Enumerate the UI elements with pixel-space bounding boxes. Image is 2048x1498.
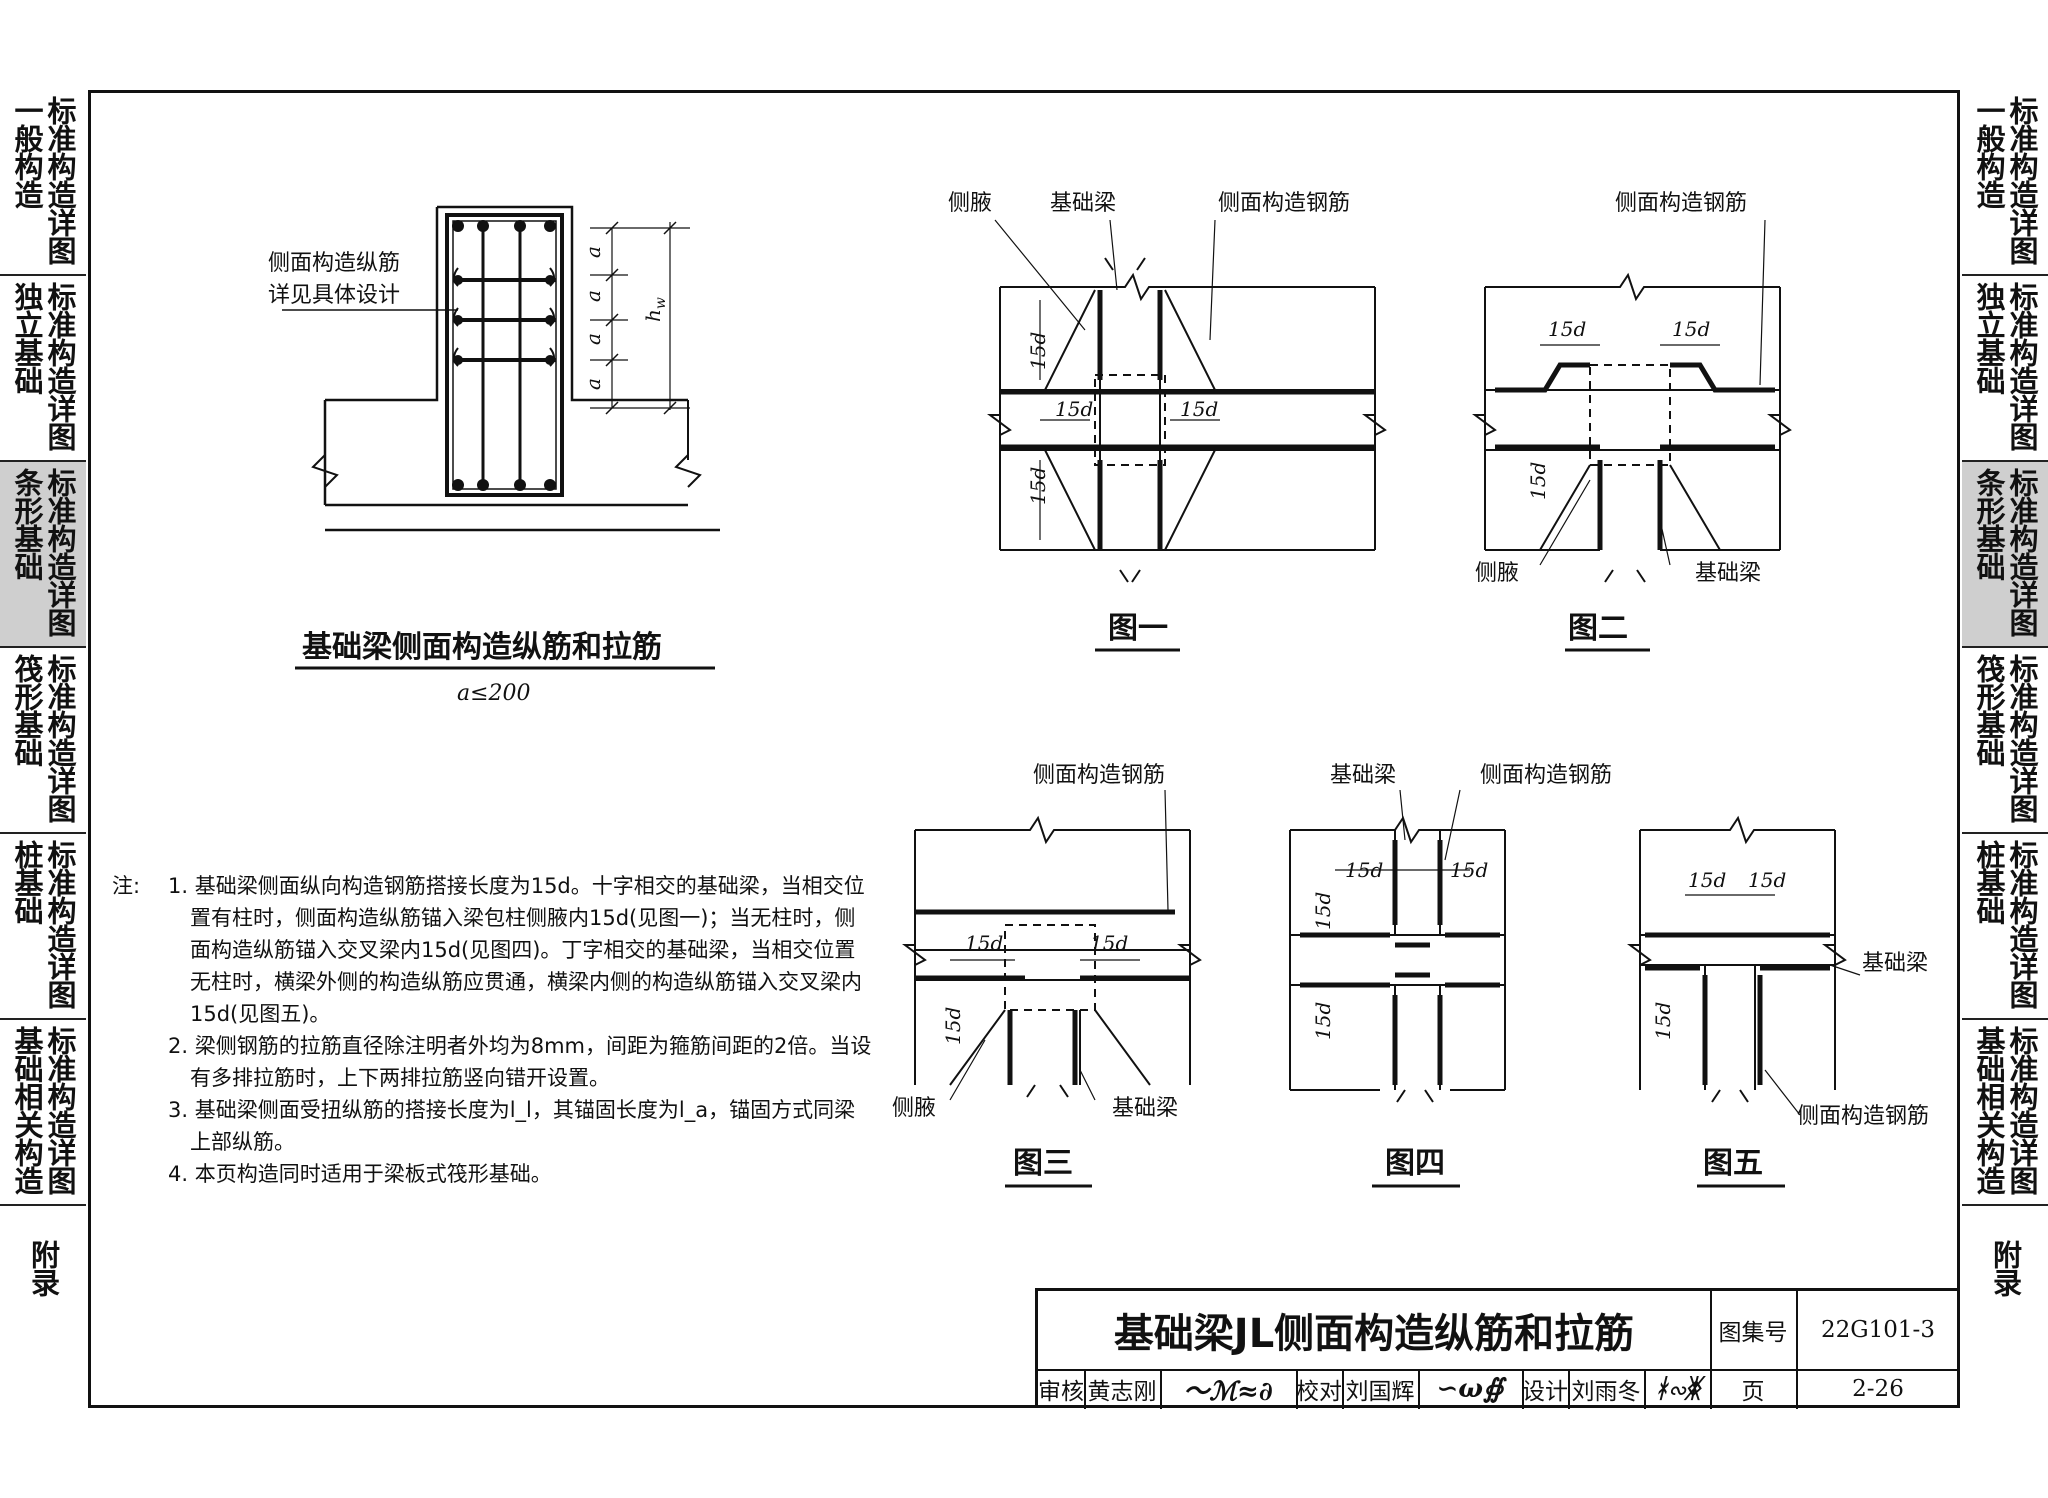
tab-appendix[interactable]: 附录 [26,1240,61,1296]
right-side-tabs: 标准构造详图一般构造 标准构造详图独立基础 标准构造详图条形基础 标准构造详图筏… [1962,90,2048,1326]
dim-hw: hw [641,297,669,322]
figure-2: 15d 15d 15d 侧面构造钢筋 侧腋 基础梁 图二 [1472,191,1792,652]
figure-3: 15d 15d 15d 侧面构造钢筋 侧腋 基础梁 图三 [892,763,1202,1188]
fig1-label-haunch: 侧腋 [948,191,992,216]
fig4-label-beam: 基础梁 [1330,763,1396,788]
tab-isolated-foundation[interactable]: 标准构造详图独立基础 [1962,276,2048,462]
fig2-label-haunch: 侧腋 [1475,561,1519,586]
tab-strip-foundation[interactable]: 标准构造详图条形基础 [0,462,86,648]
check-label: 校对 [1296,1369,1344,1409]
figure-4: 15d 15d 15d 15d 基础梁 侧面构造钢筋 图四 [1289,763,1612,1188]
drawing-title: 基础梁JL侧面构造纵筋和拉筋 [1038,1291,1712,1369]
figure-5: 15d 15d 15d 基础梁 侧面构造钢筋 图五 [1627,815,1929,1188]
fig3-dim-left: 15d [965,931,1003,955]
fig3-dim-bottom: 15d [941,1007,965,1045]
tab-strip-foundation[interactable]: 标准构造详图条形基础 [1962,462,2048,648]
tab-general[interactable]: 标准构造详图一般构造 [1962,90,2048,276]
drawing-frame [88,90,1960,1408]
fig2-caption: 图二 [1568,611,1628,646]
page-number: 2-26 [1852,1376,1904,1402]
fig3-caption: 图三 [1013,1146,1073,1181]
note-3: 3. 基础梁侧面受扭纵筋的搭接长度为l_l，其锚固长度为l_a，锚固方式同梁上部… [168,1098,856,1154]
notes-head: 注: [112,874,141,898]
checker-signature: ∽ω∯ [1418,1369,1524,1409]
fig5-label-beam: 基础梁 [1862,951,1928,976]
designer-signature: ᚼ∾ᛤ [1644,1369,1712,1409]
fig2-label-rebar: 侧面构造钢筋 [1615,191,1747,216]
dim-a-2: a [581,290,605,302]
tab-raft-foundation[interactable]: 标准构造详图筏形基础 [1962,648,2048,834]
fig1-dim-right: 15d [1180,397,1218,421]
fig3-dim-right: 15d [1090,931,1128,955]
left-side-tabs: 标准构造详图一般构造 标准构造详图独立基础 标准构造详图条形基础 标准构造详图筏… [0,90,86,1326]
designer-name: 刘雨冬 [1568,1369,1646,1409]
note-1: 1. 基础梁侧面纵向构造钢筋搭接长度为15d。十字相交的基础梁，当相交位置有柱时… [168,874,865,1026]
section-callout-line1: 侧面构造纵筋 [268,251,400,276]
fig3-label-beam: 基础梁 [1112,1096,1178,1121]
fig4-dim-right: 15d [1450,858,1488,882]
fig1-dim-left: 15d [1055,397,1093,421]
checker-name: 刘国辉 [1342,1369,1420,1409]
tab-foundation-related[interactable]: 标准构造详图基础相关构造 [0,1020,86,1206]
fig5-dim-left: 15d [1688,868,1726,892]
tab-raft-foundation[interactable]: 标准构造详图筏形基础 [0,648,86,834]
fig4-dim-left: 15d [1345,858,1383,882]
rebar-dots [452,220,556,491]
note-4: 4. 本页构造同时适用于梁板式筏形基础。 [168,1162,552,1186]
fig4-dim-top: 15d [1311,892,1335,930]
dim-a-3: a [581,333,605,345]
section-callout-line2: 详见具体设计 [268,283,400,308]
fig5-dim-bottom: 15d [1651,1002,1675,1040]
fig4-label-rebar: 侧面构造钢筋 [1480,763,1612,788]
fig5-caption: 图五 [1703,1146,1763,1181]
fig2-dim-bottom: 15d [1526,462,1550,500]
fig1-dim-top: 15d [1026,332,1050,370]
tab-general[interactable]: 标准构造详图一般构造 [0,90,86,276]
fig1-dim-bottom: 15d [1026,467,1050,505]
design-notes: 注: 1. 基础梁侧面纵向构造钢筋搭接长度为15d。十字相交的基础梁，当相交位置… [112,870,872,1190]
beam-section-detail: 侧面构造纵筋 详见具体设计 a a a a hw 基础梁侧面构造纵筋和拉筋 a≤… [268,205,720,706]
tab-appendix[interactable]: 附录 [1988,1240,2023,1296]
figure-1: 15d 15d 15d 15d 侧腋 基础梁 侧面构造钢筋 图一 [948,191,1387,652]
fig3-label-haunch: 侧腋 [892,1096,936,1121]
tab-isolated-foundation[interactable]: 标准构造详图独立基础 [0,276,86,462]
fig4-dim-bottom: 15d [1311,1002,1335,1040]
section-title: 基础梁侧面构造纵筋和拉筋 [302,630,662,665]
note-2: 2. 梁侧钢筋的拉筋直径除注明者外均为8mm，间距为箍筋间距的2倍。当设有多排拉… [168,1034,872,1090]
dim-a-1: a [581,246,605,258]
atlas-label: 图集号 [1710,1291,1798,1369]
fig2-dim-left: 15d [1548,317,1586,341]
tab-foundation-related[interactable]: 标准构造详图基础相关构造 [1962,1020,2048,1206]
fig5-dim-right: 15d [1748,868,1786,892]
tab-pile-foundation[interactable]: 标准构造详图桩基础 [0,834,86,1020]
fig4-caption: 图四 [1385,1146,1445,1181]
design-label: 设计 [1522,1369,1570,1409]
reviewer-name: 黄志刚 [1084,1369,1162,1409]
fig1-label-beam: 基础梁 [1050,191,1116,216]
fig2-dim-right: 15d [1672,317,1710,341]
title-block: 基础梁JL侧面构造纵筋和拉筋 图集号 22G101-3 审核 黄志刚 〜ℳ≈∂ … [1035,1288,1957,1409]
review-label: 审核 [1038,1369,1086,1409]
fig5-label-rebar: 侧面构造钢筋 [1797,1104,1929,1129]
tab-pile-foundation[interactable]: 标准构造详图桩基础 [1962,834,2048,1020]
atlas-number: 22G101-3 [1821,1317,1935,1343]
section-subtitle: a≤200 [457,681,531,706]
page-label: 页 [1710,1369,1798,1409]
fig3-label-rebar: 侧面构造钢筋 [1033,763,1165,788]
fig2-label-beam: 基础梁 [1695,561,1761,586]
fig1-label-rebar: 侧面构造钢筋 [1218,191,1350,216]
reviewer-signature: 〜ℳ≈∂ [1160,1369,1298,1409]
dim-a-4: a [581,378,605,390]
fig1-caption: 图一 [1108,611,1168,646]
